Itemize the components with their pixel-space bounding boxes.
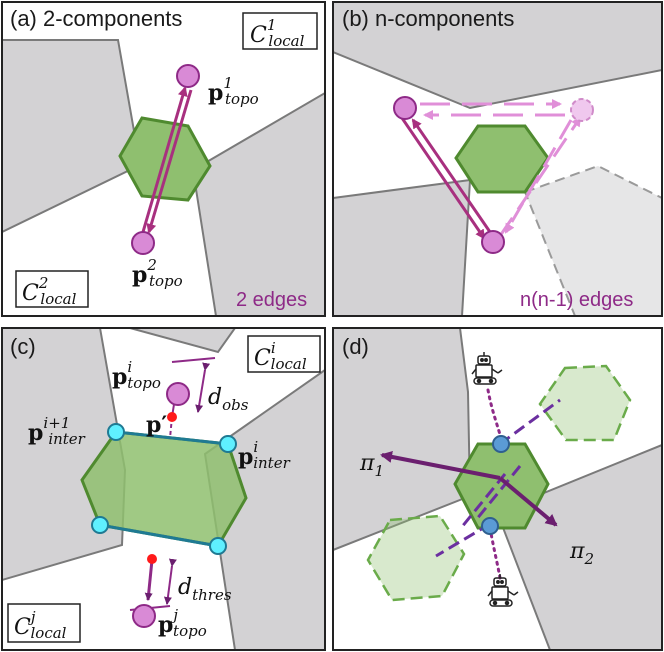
- pi2-label: π2: [569, 539, 594, 568]
- local-label-box: [15, 270, 89, 308]
- pi1-label: π1: [359, 451, 384, 480]
- policy-arrow-1: [380, 451, 501, 480]
- inter-point: [91, 516, 109, 534]
- dashed-connection: [499, 398, 561, 446]
- inter-point: [219, 435, 237, 453]
- topo-point: [481, 230, 505, 254]
- obstacle: [191, 91, 325, 316]
- topo-point-2: [131, 231, 155, 255]
- panel-b-title: (b) n-components: [342, 6, 514, 31]
- panel-c-title: (c): [10, 334, 36, 359]
- robot-icon: [487, 574, 519, 607]
- panel-a-title: (a) 2-components: [10, 6, 182, 31]
- edge-arrow-dashed: [504, 119, 573, 234]
- topo-point-1: [176, 64, 200, 88]
- obstacle: [333, 2, 662, 110]
- topo-point-i: [166, 382, 190, 406]
- panel-d: (d) π1 π2: [333, 328, 662, 650]
- dashed-connection: [459, 473, 507, 529]
- topo-point-j: [132, 604, 156, 628]
- panel-d-title: (d): [342, 334, 369, 359]
- obstacle-light: [523, 164, 662, 316]
- obstacle: [129, 328, 237, 354]
- inter-point: [209, 537, 227, 555]
- panel-b: (b) n-components n(n-1) edges: [333, 2, 662, 316]
- local-label-box: [7, 603, 81, 643]
- edge-arrow: [141, 86, 188, 233]
- d-obs-label: dobs: [208, 385, 249, 414]
- policy-arrow-2: [498, 476, 558, 527]
- intersection-line: [99, 523, 219, 548]
- projection-point: [147, 554, 157, 564]
- panel-b-edge-count: n(n-1) edges: [520, 289, 633, 311]
- projection-point: [167, 412, 177, 422]
- local-label-box: [247, 335, 321, 373]
- edge-arrow-dashed: [498, 116, 582, 237]
- hexagon-ghost: [366, 514, 466, 602]
- edge-arrow: [400, 117, 486, 240]
- hexagon-component: [454, 124, 550, 194]
- d-obs-dimension: [195, 362, 211, 413]
- panel-c-border: [1, 327, 326, 651]
- obstacle: [333, 328, 472, 552]
- robot-icon: [471, 352, 503, 385]
- d-thres-dimension: [163, 558, 177, 605]
- local-label-box: [242, 12, 318, 50]
- topo-point-dashed: [570, 98, 594, 122]
- topo-point: [393, 96, 417, 120]
- threshold-arrow: [144, 559, 154, 601]
- obstacle: [2, 39, 142, 234]
- dim-tick: [171, 357, 216, 363]
- p-prime-label: p′: [146, 412, 167, 438]
- dashed-connection: [435, 522, 491, 558]
- junction-node: [492, 435, 510, 453]
- junction-node: [481, 517, 499, 535]
- robot-path: [486, 388, 504, 444]
- panel-b-border: [332, 1, 663, 317]
- inter-point: [107, 423, 125, 441]
- obstacle: [333, 178, 472, 316]
- intersection-line: [115, 430, 229, 446]
- panel-a-border: [1, 1, 326, 317]
- d-thres-label: dthres: [178, 575, 232, 604]
- dashed-connection: [474, 465, 522, 521]
- edge-arrow: [411, 118, 492, 233]
- panel-d-border: [332, 327, 663, 651]
- robot-path: [488, 526, 502, 580]
- hexagon-ghost: [538, 364, 632, 442]
- panel-a-edge-count: 2 edges: [236, 289, 307, 311]
- edge-arrow: [146, 89, 193, 234]
